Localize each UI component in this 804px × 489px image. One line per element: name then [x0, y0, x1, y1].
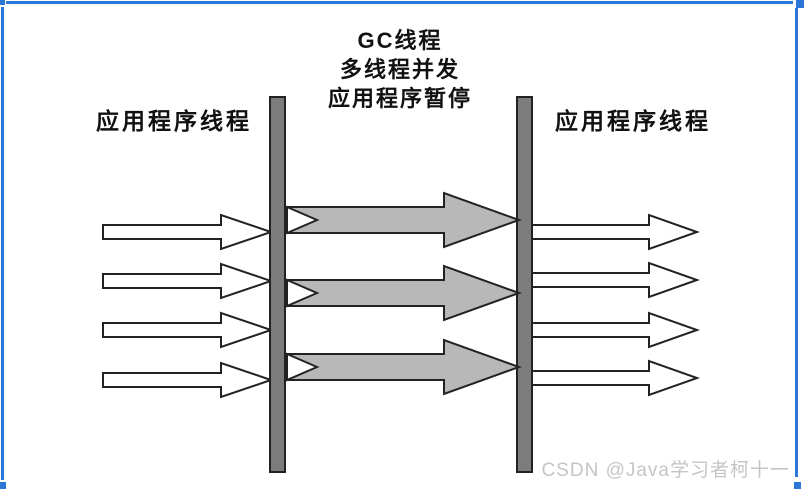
selection-handle-bottom-left[interactable]: [0, 482, 6, 489]
gc-thread-arrow-1: [284, 191, 522, 249]
selection-handle-bottom-right[interactable]: [794, 482, 801, 489]
title-line-concurrent: 多线程并发: [339, 57, 460, 82]
app-thread-tip-through-barrier-2: [286, 278, 320, 308]
selection-handle-top-right[interactable]: [796, 0, 804, 8]
left-app-threads-label: 应用程序线程: [96, 108, 252, 134]
selection-border-right: [795, 8, 798, 477]
app-thread-tip-through-barrier-1: [286, 205, 320, 235]
app-thread-arrow-left-2: [102, 262, 275, 300]
diagram-title: GC线程 多线程并发 应用程序暂停: [250, 26, 550, 113]
gc-thread-arrow-3: [284, 338, 522, 396]
app-thread-arrow-left-4: [102, 361, 275, 399]
app-thread-arrow-right-1: [531, 213, 700, 251]
title-line-app-pause: 应用程序暂停: [327, 86, 472, 111]
app-thread-arrow-left-3: [102, 311, 275, 349]
gc-thread-arrow-2: [284, 264, 522, 322]
selection-border-top: [6, 1, 793, 4]
stw-barrier-left: [269, 96, 286, 473]
app-thread-arrow-right-4: [531, 359, 700, 397]
app-thread-tip-through-barrier-3: [286, 352, 320, 382]
stw-barrier-right: [516, 96, 533, 473]
app-thread-arrow-right-3: [531, 311, 700, 349]
csdn-watermark: CSDN @Java学习者柯十一: [541, 460, 790, 481]
app-thread-arrow-left-1: [102, 213, 275, 251]
selection-border-left: [1, 7, 4, 480]
title-line-gc-thread: GC线程: [357, 28, 443, 53]
app-thread-arrow-right-2: [531, 261, 700, 299]
selection-handle-top-left[interactable]: [0, 0, 5, 5]
right-app-threads-label: 应用程序线程: [555, 108, 711, 134]
